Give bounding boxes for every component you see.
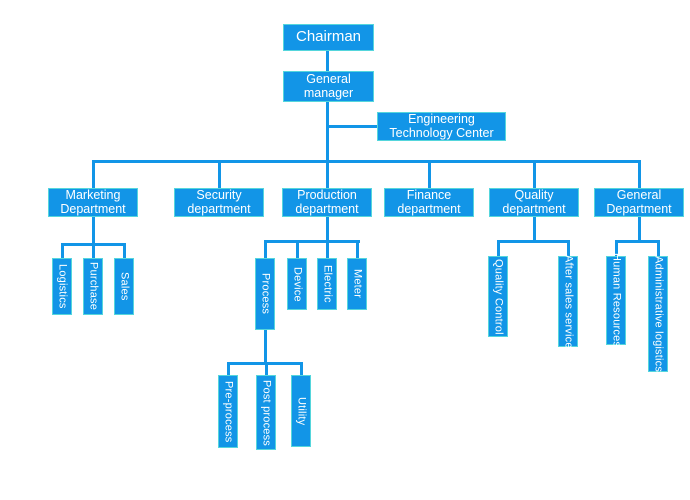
node-engineering-technology-center[interactable]: Engineering Technology Center xyxy=(377,112,506,141)
node-marketing-department[interactable]: Marketing Department xyxy=(48,188,138,217)
node-label: Purchase xyxy=(87,262,100,311)
node-utility[interactable]: Utility xyxy=(291,375,311,447)
connector-line xyxy=(497,240,570,243)
connector-line xyxy=(638,217,641,240)
node-purchase[interactable]: Purchase xyxy=(83,258,103,315)
node-label: Meter xyxy=(351,269,364,299)
node-general-department[interactable]: General Department xyxy=(594,188,684,217)
connector-line xyxy=(296,243,299,258)
node-label: Quality department xyxy=(502,188,566,216)
connector-line xyxy=(615,243,618,256)
node-label: Human Resources xyxy=(610,253,623,348)
node-label: Finance department xyxy=(397,188,461,216)
node-label: Logistics xyxy=(56,264,69,309)
node-finance-department[interactable]: Finance department xyxy=(384,188,474,217)
connector-line xyxy=(218,163,221,188)
node-label: Device xyxy=(291,266,304,302)
node-label: Administrative logistics xyxy=(652,255,665,373)
connector-line xyxy=(264,330,267,362)
node-label: Process xyxy=(259,273,272,315)
node-sales[interactable]: Sales xyxy=(114,258,134,315)
connector-line xyxy=(227,362,303,365)
connector-line xyxy=(657,243,660,256)
node-human-resources[interactable]: Human Resources xyxy=(606,253,626,348)
connector-line xyxy=(92,163,95,188)
connector-line xyxy=(615,240,660,243)
node-administrative-logistics[interactable]: Administrative logistics xyxy=(648,256,668,372)
node-label: Utility xyxy=(295,396,308,426)
node-after-sales-service[interactable]: After sales service xyxy=(558,254,578,349)
node-label: Security department xyxy=(187,188,251,216)
node-electric[interactable]: Electric xyxy=(317,258,337,310)
connector-line xyxy=(227,365,230,375)
connector-line xyxy=(92,217,95,243)
node-label: Quality Control xyxy=(492,258,505,335)
connector-line xyxy=(265,365,268,375)
node-label: General Department xyxy=(606,188,672,216)
connector-line xyxy=(264,240,360,243)
node-security-department[interactable]: Security department xyxy=(174,188,264,217)
node-post-process[interactable]: Post process xyxy=(256,375,276,450)
connector-line xyxy=(327,125,377,128)
node-meter[interactable]: Meter xyxy=(347,258,367,310)
node-logistics[interactable]: Logistics xyxy=(52,258,72,315)
node-production-department[interactable]: Production department xyxy=(282,188,372,217)
node-device[interactable]: Device xyxy=(287,258,307,310)
connector-line xyxy=(533,163,536,188)
connector-line xyxy=(92,246,95,258)
node-quality-department[interactable]: Quality department xyxy=(489,188,579,217)
connector-line xyxy=(264,243,267,258)
connector-line xyxy=(92,160,641,163)
node-label: After sales service xyxy=(562,254,575,349)
connector-line xyxy=(61,246,64,258)
node-general-manager[interactable]: General manager xyxy=(283,71,374,102)
connector-line xyxy=(326,217,329,240)
node-label: Chairman xyxy=(295,28,362,46)
node-label: Post process xyxy=(260,379,273,446)
connector-line xyxy=(61,243,126,246)
connector-line xyxy=(428,163,431,188)
connector-line xyxy=(497,243,500,256)
node-pre-process[interactable]: Pre-process xyxy=(218,375,238,448)
connector-line xyxy=(356,243,359,258)
connector-line xyxy=(638,163,641,188)
connector-line xyxy=(326,51,329,71)
node-process[interactable]: Process xyxy=(255,258,275,330)
node-label: General manager xyxy=(303,72,354,100)
node-label: Pre-process xyxy=(222,380,235,443)
node-label: Marketing Department xyxy=(60,188,126,216)
connector-line xyxy=(300,365,303,375)
node-label: Sales xyxy=(118,272,131,301)
connector-line xyxy=(326,102,329,188)
connector-line xyxy=(533,217,536,240)
node-chairman[interactable]: Chairman xyxy=(283,24,374,51)
connector-line xyxy=(123,246,126,258)
connector-line xyxy=(326,243,329,258)
connector-line xyxy=(567,243,570,256)
node-quality-control[interactable]: Quality Control xyxy=(488,256,508,337)
node-label: Engineering Technology Center xyxy=(389,112,494,140)
node-label: Production department xyxy=(295,188,359,216)
node-label: Electric xyxy=(321,265,334,303)
